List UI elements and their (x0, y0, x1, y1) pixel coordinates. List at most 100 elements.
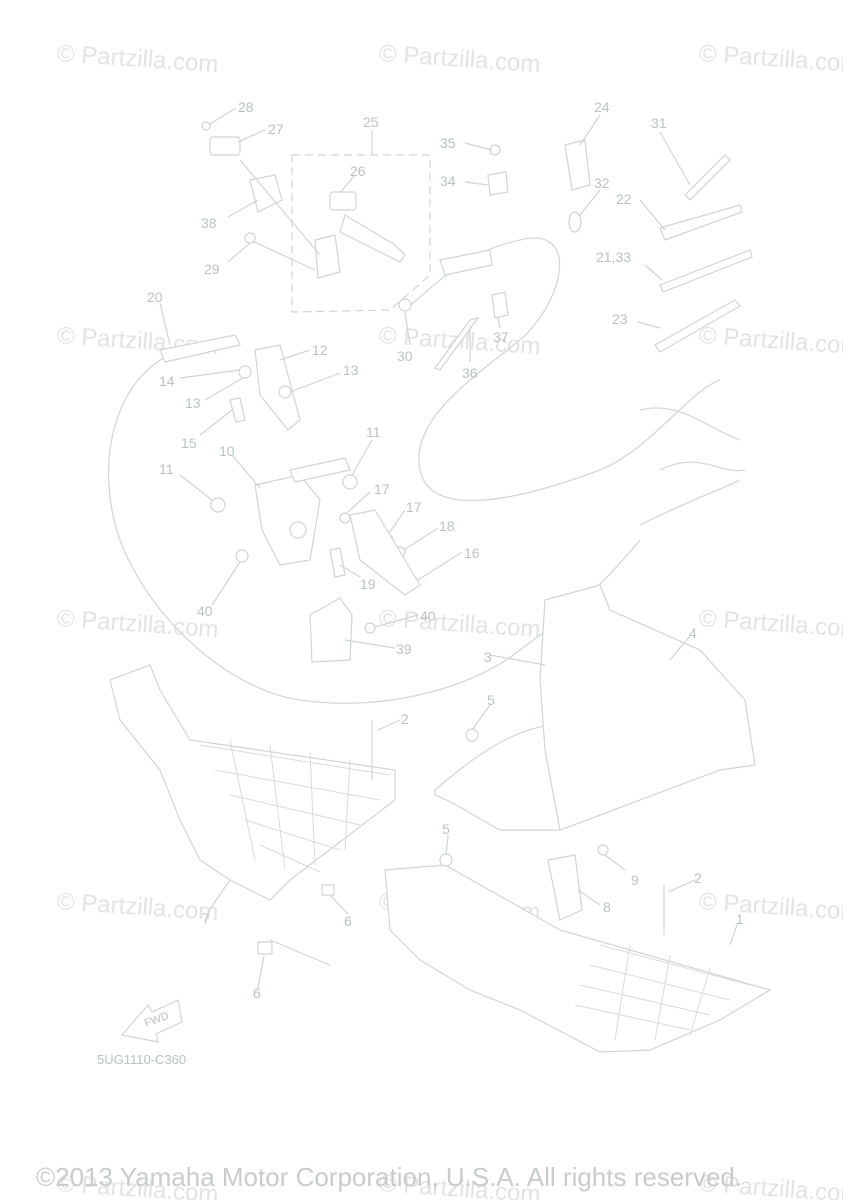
part-11-bolt (210, 497, 226, 513)
cable-end-c (639, 479, 741, 526)
part-31-tie (684, 154, 731, 201)
floorboard-grid (614, 944, 711, 1041)
floorboard-grid (229, 739, 351, 871)
callout-9: 9 (631, 872, 639, 888)
callout-40: 40 (420, 608, 436, 624)
callout-leaders (159, 107, 739, 989)
callout-13: 13 (185, 395, 201, 411)
callout-15: 15 (181, 435, 197, 451)
callout-22: 22 (616, 191, 632, 207)
callout-2: 2 (694, 870, 702, 886)
part-5-screw (465, 728, 479, 742)
callout-14: 14 (159, 373, 175, 389)
part-40-washer (364, 622, 376, 634)
part-10-bracket (254, 474, 321, 566)
part-19-spring (329, 547, 346, 578)
callout-25: 25 (363, 114, 379, 130)
callout-20: 20 (147, 289, 163, 305)
callout-17: 17 (374, 481, 390, 497)
part-6-clip (257, 941, 273, 955)
callout-40: 40 (197, 603, 213, 619)
part-28-bolt (201, 121, 211, 131)
part-32-ring (568, 211, 582, 233)
part-38 (249, 174, 283, 213)
floorboard-grid (199, 744, 391, 873)
callout-8: 8 (603, 899, 611, 915)
callout-11: 11 (159, 461, 174, 477)
part-6-clip (321, 884, 335, 896)
part-13-washer (278, 385, 292, 399)
bracket-hole (289, 521, 307, 539)
part-22-tie (659, 204, 743, 241)
drawing-code: 5UG1110-C360 (97, 1052, 187, 1067)
callout-26: 26 (350, 163, 366, 179)
callout-18: 18 (439, 518, 455, 534)
cable-end-a (639, 407, 741, 441)
part-26 (329, 191, 357, 211)
callout-34: 34 (440, 173, 456, 189)
part-11-bolt (342, 474, 358, 490)
part-30-nut (398, 298, 412, 312)
callout-36: 36 (462, 365, 478, 381)
callout-6: 6 (344, 913, 352, 929)
part-37 (491, 291, 509, 319)
callout-5: 5 (442, 821, 450, 837)
leader-line (239, 159, 321, 256)
part-12-lever (254, 344, 301, 431)
callout-29: 29 (204, 261, 220, 277)
part-17-washer (339, 512, 351, 524)
cable-end-b (659, 461, 746, 472)
callout-30: 30 (397, 348, 413, 364)
part-7-footrest (109, 664, 396, 901)
part-20-adjuster (159, 334, 241, 363)
part-5-screw (439, 853, 453, 867)
part-21-tie (659, 249, 753, 293)
pivot-plate (289, 457, 351, 483)
callout-21-33: 21,33 (596, 249, 632, 265)
callout-12: 12 (312, 342, 328, 358)
callout-7: 7 (202, 910, 210, 926)
callout-11: 11 (366, 424, 381, 440)
callout-32: 32 (594, 175, 610, 191)
switch-cable (339, 214, 406, 263)
part-9-bolt (597, 844, 609, 856)
callout-2: 2 (401, 711, 409, 727)
part-34-clamp (487, 171, 509, 196)
part-36-cable (434, 317, 480, 371)
callout-13: 13 (343, 362, 359, 378)
group-box-25 (291, 154, 431, 313)
callout-39: 39 (396, 641, 412, 657)
part-15-spring (229, 397, 246, 423)
leader-line (249, 239, 316, 271)
part-27 (209, 136, 241, 156)
callout-5: 5 (487, 692, 495, 708)
part-39-cover (309, 597, 353, 663)
copyright-notice: ©2013 Yamaha Motor Corporation, U.S.A. A… (36, 1162, 743, 1192)
callout-17: 17 (406, 499, 422, 515)
cable-adjuster (439, 249, 493, 276)
callout-3: 3 (484, 649, 492, 665)
callout-23: 23 (612, 311, 628, 327)
throttle-cable-loop (404, 237, 721, 502)
callout-1: 1 (736, 911, 744, 927)
callout-37: 37 (493, 329, 509, 345)
part-16-pedal (349, 509, 421, 596)
part-1-footrest (384, 864, 772, 1053)
callout-10: 10 (219, 443, 235, 459)
callout-31: 31 (651, 115, 667, 131)
part-8-bracket (547, 854, 583, 921)
callout-19: 19 (360, 576, 376, 592)
leader-line (269, 939, 331, 966)
brake-cable-loop (107, 351, 641, 704)
part-24-clip (564, 139, 591, 191)
part-4-fender (539, 584, 756, 831)
floorboard-grid (574, 944, 751, 1031)
fwd-arrow-icon (120, 999, 183, 1043)
lever-bracket (314, 234, 341, 279)
callout-4: 4 (689, 625, 697, 641)
callout-24: 24 (594, 99, 610, 115)
part-23-tie (654, 299, 741, 353)
part-13-washer (238, 365, 252, 379)
callout-27: 27 (268, 121, 284, 137)
